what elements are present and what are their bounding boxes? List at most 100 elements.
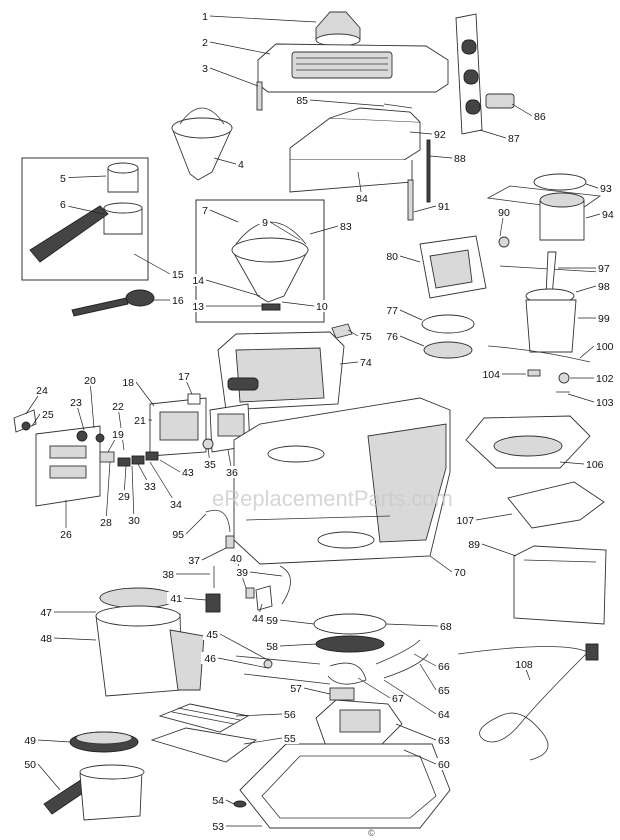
part-number-34: 34 [170, 499, 182, 511]
part-number-107: 107 [456, 515, 474, 527]
part-number-100: 100 [596, 341, 614, 353]
leader-line-83 [309, 225, 339, 235]
callout-bg-28 [97, 516, 115, 528]
leader-line-39 [249, 571, 283, 577]
part-number-43: 43 [182, 467, 194, 479]
leader-line-80 [399, 255, 421, 263]
callout-bg-74 [358, 356, 375, 368]
part-number-28: 28 [100, 517, 112, 529]
callout-bg-67 [390, 692, 407, 704]
part-number-14: 14 [192, 275, 204, 287]
part-number-26: 26 [60, 529, 72, 541]
part-66-tubes [327, 639, 429, 685]
part-number-103: 103 [596, 397, 614, 409]
part-2-top-cover [257, 43, 449, 93]
part-70-main-housing [233, 397, 451, 565]
callout-bg-107 [452, 514, 476, 526]
part-number-93: 93 [600, 183, 612, 195]
part-83-group-box [195, 199, 325, 323]
callout-bg-1 [199, 10, 210, 22]
part-number-7: 7 [202, 205, 208, 217]
leader-line-14 [205, 279, 261, 297]
callout-bg-98 [596, 280, 613, 292]
leader-line-57 [303, 687, 331, 695]
part-number-49: 49 [24, 735, 36, 747]
leader-line-59 [279, 619, 315, 625]
part-number-76: 76 [386, 331, 398, 343]
part-number-55: 55 [284, 733, 296, 745]
callout-bg-68 [438, 620, 455, 632]
parts-19-to-35-switches [76, 430, 214, 467]
part-45-wires [235, 655, 331, 685]
leader-line-103 [567, 393, 595, 403]
part-number-56: 56 [284, 709, 296, 721]
callout-bg-25 [40, 408, 57, 420]
part-number-68: 68 [440, 621, 452, 633]
part-50-pot [43, 764, 145, 821]
callout-bg-87 [506, 132, 523, 144]
part-number-30: 30 [128, 515, 140, 527]
callout-bg-3 [199, 62, 210, 74]
callout-bg-24 [33, 384, 51, 396]
leader-line-45 [219, 633, 269, 661]
leader-line-15 [133, 253, 171, 275]
part-number-70: 70 [454, 567, 466, 579]
callout-bg-35 [201, 458, 219, 470]
part-40-tube [245, 565, 291, 611]
part-80-valve-assembly [419, 235, 487, 359]
part-number-75: 75 [360, 331, 372, 343]
part-number-21: 21 [134, 415, 146, 427]
part-number-15: 15 [172, 269, 184, 281]
part-number-88: 88 [454, 153, 466, 165]
part-number-36: 36 [226, 467, 238, 479]
callout-bg-49 [21, 734, 38, 746]
leader-line-28 [105, 461, 111, 523]
leader-line-3 [209, 67, 259, 87]
leader-line-68 [385, 623, 439, 627]
leader-line-58 [279, 643, 317, 647]
callout-bg-63 [436, 734, 453, 746]
leader-line-67 [357, 677, 391, 699]
callout-bg-16 [170, 294, 187, 306]
leader-line-65 [419, 663, 437, 691]
part-number-53: 53 [212, 821, 224, 833]
callout-bg-37 [185, 554, 202, 566]
callout-bg-83 [338, 220, 355, 232]
part-number-108: 108 [515, 659, 533, 671]
callout-bg-80 [383, 250, 400, 262]
part-95-hose [205, 509, 235, 613]
leader-line-41 [183, 597, 207, 601]
leader-line-107 [475, 513, 513, 521]
callout-bg-14 [189, 274, 206, 286]
leader-line-55 [243, 737, 283, 745]
callout-bg-95 [169, 528, 186, 540]
callout-bg-20 [81, 374, 99, 386]
callout-bg-91 [436, 200, 453, 212]
leader-line-74 [339, 361, 359, 365]
part-number-40: 40 [230, 553, 242, 565]
leader-line-2 [209, 41, 271, 55]
callout-bg-66 [436, 660, 453, 672]
leader-line-92 [409, 131, 433, 135]
leader-line-9 [269, 221, 301, 241]
part-53-base-plate [233, 743, 451, 829]
part-number-46: 46 [204, 653, 216, 665]
leader-line-10 [281, 301, 315, 307]
callout-bg-104 [478, 368, 502, 380]
part-99-boiler-assembly [486, 173, 602, 353]
part-107-cover [507, 481, 605, 529]
callout-bg-44 [249, 612, 267, 624]
part-number-65: 65 [438, 685, 450, 697]
part-number-39: 39 [236, 567, 248, 579]
part-100-sensor-wire [487, 345, 591, 393]
leader-line-63 [395, 723, 437, 741]
part-number-54: 54 [212, 795, 224, 807]
leader-line-85 [309, 99, 385, 107]
part-number-50: 50 [24, 759, 36, 771]
part-number-64: 64 [438, 709, 450, 721]
part-3-pin [256, 81, 263, 111]
callout-bg-26 [57, 528, 75, 540]
callout-bg-64 [436, 708, 453, 720]
leader-line-94 [585, 213, 601, 219]
